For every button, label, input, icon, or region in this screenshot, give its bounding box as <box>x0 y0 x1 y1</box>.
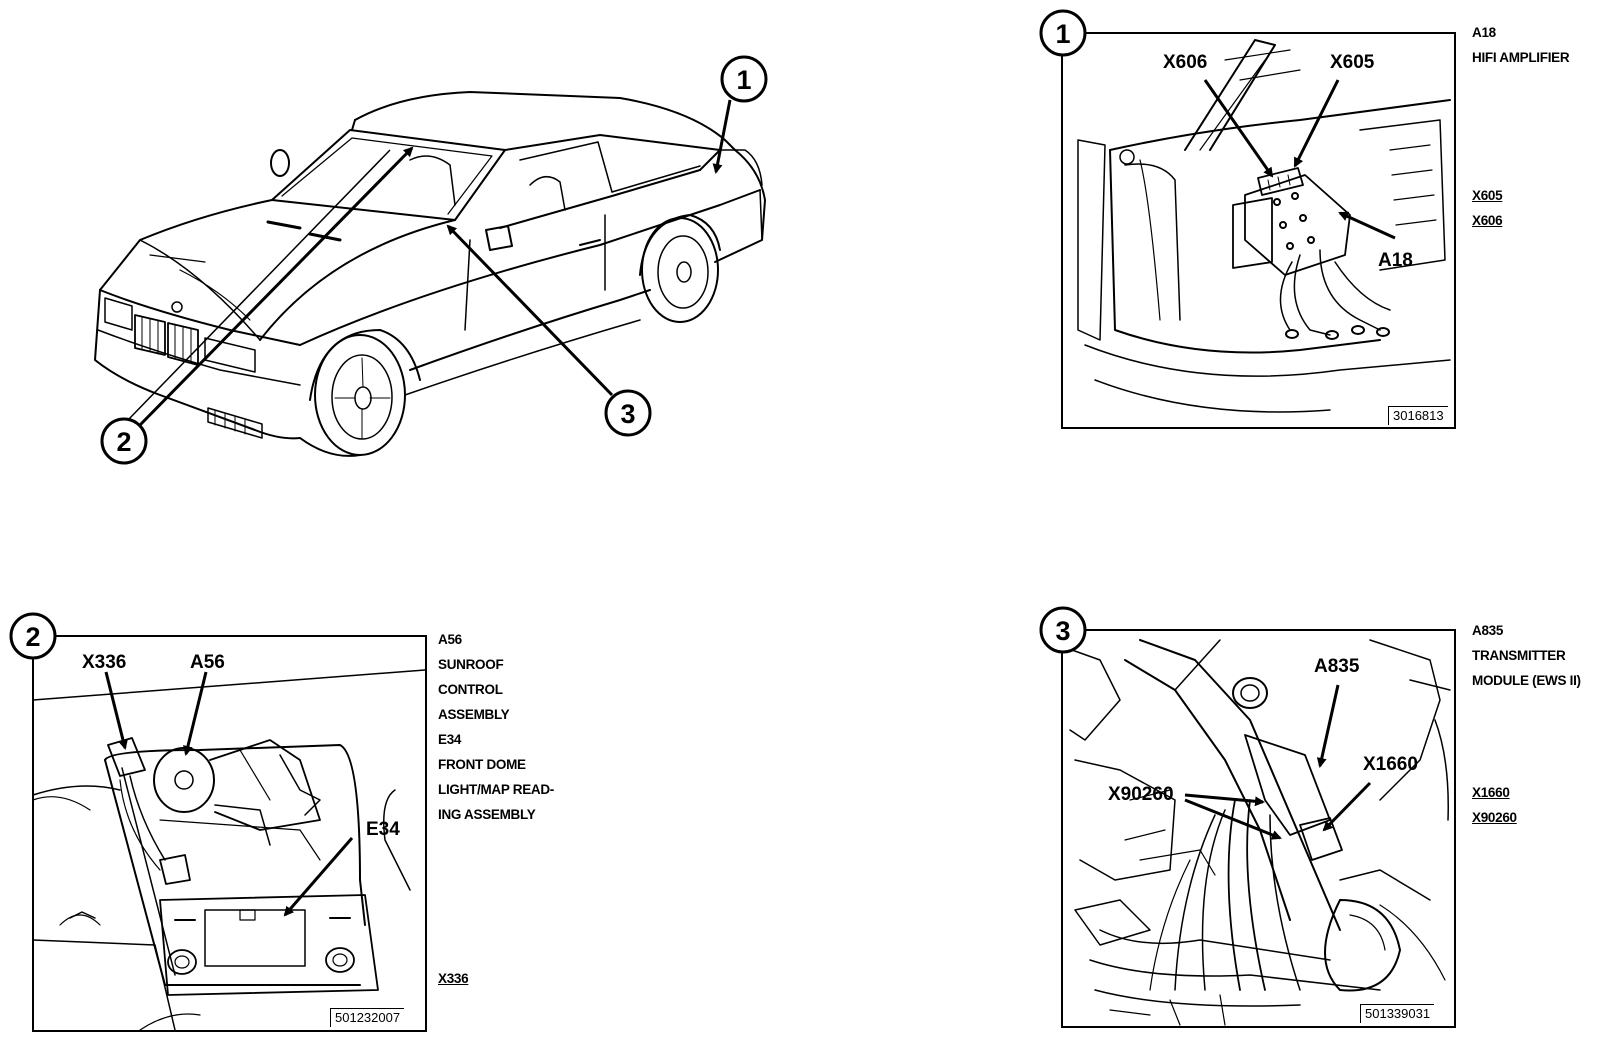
overview-callout-2: 2 <box>100 417 148 465</box>
panel-3-figure-id: 501339031 <box>1360 1004 1435 1023</box>
panel-3-arrows <box>1184 684 1372 840</box>
panel-2: X336 A56 E34 2 <box>9 612 427 1032</box>
panel-2-number: 2 <box>25 622 40 652</box>
arrow-x605 <box>1293 79 1340 168</box>
label-x1660: X1660 <box>1363 754 1418 775</box>
panel-3-description: A835 TRANSMITTER MODULE (EWS II) <box>1472 618 1581 693</box>
overview-callout-circles: 1 2 3 <box>100 55 768 465</box>
callout-line-1 <box>712 99 732 174</box>
panel-2-number-badge: 2 <box>9 612 57 660</box>
panel-3-component-name-1: TRANSMITTER <box>1472 648 1566 663</box>
panel-1-description: A18 HIFI AMPLIFIER <box>1472 20 1570 70</box>
label-x605: X605 <box>1330 52 1375 73</box>
panel-2-text-line-2: SUNROOF <box>438 657 504 672</box>
overview-callout-lines <box>127 99 732 427</box>
panel-3-component-code: A835 <box>1472 623 1504 638</box>
panel-1-number-badge: 1 <box>1039 9 1087 57</box>
panel-1-frame <box>1061 32 1456 429</box>
panel-2-text-line-1: A56 <box>438 632 462 647</box>
panel-3-number-badge: 3 <box>1039 606 1087 654</box>
panel-2-text-line-8: ING ASSEMBLY <box>438 807 536 822</box>
arrow-x90260-b <box>1184 798 1282 840</box>
overview-callout-3-number: 3 <box>620 399 635 429</box>
panel-2-connector-list: X336 <box>438 966 469 991</box>
panel-1-number: 1 <box>1055 19 1070 49</box>
label-a18: A18 <box>1378 250 1413 271</box>
arrow-a18 <box>1338 211 1396 240</box>
label-x336: X336 <box>82 652 126 673</box>
panel-3: A835 X1660 X90260 3 <box>1039 606 1456 1028</box>
label-a835: A835 <box>1314 656 1360 677</box>
callout-line-2b <box>127 149 391 421</box>
panel-3-illustration <box>1069 639 1451 1026</box>
overview-callout-2-number: 2 <box>116 427 131 457</box>
panel-2-text-line-4: ASSEMBLY <box>438 707 510 722</box>
overview-callout-1-number: 1 <box>736 65 751 95</box>
arrow-a56 <box>183 671 208 756</box>
callout-line-3 <box>446 224 614 397</box>
panel-2-text-line-5: E34 <box>438 732 462 747</box>
callout-line-2a <box>138 146 414 427</box>
arrow-e34 <box>283 837 354 917</box>
panel-1-figure-id: 3016813 <box>1388 406 1448 425</box>
overview-callout-1: 1 <box>720 55 768 103</box>
arrow-x1660 <box>1322 781 1372 832</box>
panel-2-figure-id: 501232007 <box>330 1008 405 1027</box>
panel-2-connector-x336: X336 <box>438 971 469 986</box>
arrow-x606 <box>1203 79 1274 178</box>
car-overview-illustration <box>94 91 766 457</box>
panel-1-connector-x606: X606 <box>1472 213 1503 228</box>
label-a56: A56 <box>190 652 225 673</box>
panel-1-connector-list: X605 X606 <box>1472 183 1503 233</box>
panel-1-component-name: HIFI AMPLIFIER <box>1472 50 1570 65</box>
panel-3-connector-x90260: X90260 <box>1472 810 1517 825</box>
panel-3-component-name-2: MODULE (EWS II) <box>1472 673 1581 688</box>
panel-2-text-line-7: LIGHT/MAP READ- <box>438 782 554 797</box>
arrow-x90260-a <box>1184 793 1265 807</box>
panel-2-text-line-3: CONTROL <box>438 682 503 697</box>
panel-2-illustration <box>32 669 426 1031</box>
label-x606: X606 <box>1163 52 1207 73</box>
panel-2-arrows <box>104 671 354 917</box>
panel-1-arrows <box>1203 79 1396 240</box>
panel-3-connector-list: X1660 X90260 <box>1472 780 1517 830</box>
panel-1-connector-x605: X605 <box>1472 188 1503 203</box>
panel-1: X606 X605 A18 1 <box>1039 9 1456 429</box>
panel-3-connector-x1660: X1660 <box>1472 785 1510 800</box>
label-e34: E34 <box>366 819 400 840</box>
panel-1-illustration <box>1077 39 1451 413</box>
panel-1-component-code: A18 <box>1472 25 1496 40</box>
label-x90260: X90260 <box>1108 784 1174 805</box>
panel-2-description: A56 SUNROOF CONTROL ASSEMBLY E34 FRONT D… <box>438 627 554 827</box>
overview-callout-3: 3 <box>604 389 652 437</box>
arrow-a835 <box>1316 684 1340 768</box>
arrow-x336 <box>104 671 128 750</box>
panel-2-frame <box>32 635 427 1032</box>
panel-3-number: 3 <box>1055 616 1070 646</box>
panel-2-text-line-6: FRONT DOME <box>438 757 526 772</box>
